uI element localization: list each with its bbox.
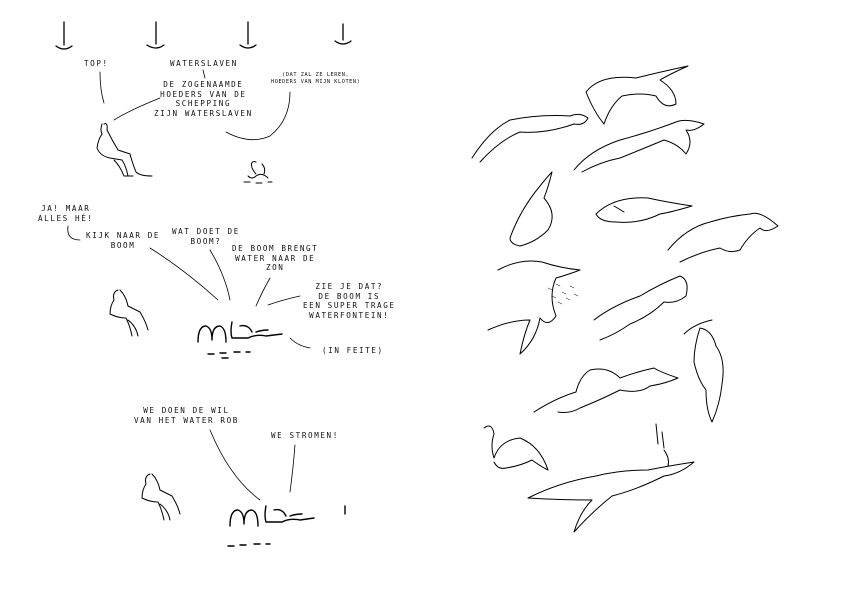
- speech-lines-panel2: [67, 225, 311, 349]
- text-aside: (DAT ZAL ZE LEREN, HOEDERS VAN MIJN KLOT…: [271, 72, 361, 85]
- text-waterslaven: WATERSLAVEN: [170, 59, 238, 68]
- seated-figure-3: [141, 473, 181, 521]
- text-wat-doet: WAT DOET DE BOOM?: [172, 227, 240, 246]
- text-zie-je-dat: ZIE JE DAT? DE BOOM IS EEN SUPER TRAGE W…: [303, 282, 396, 320]
- text-brengt: DE BOOM BRENGT WATER NAAR DE ZON: [232, 244, 319, 273]
- swimming-figures: [471, 65, 779, 533]
- swimmer-head: [243, 161, 273, 184]
- seated-figure: [96, 123, 153, 177]
- text-we-doen: WE DOEN DE WIL VAN HET WATER ROB: [134, 406, 239, 425]
- text-ja-maar: JA! MAAR ALLES HÉ!: [38, 204, 94, 223]
- hanging-marks: [55, 21, 352, 50]
- text-hoeders: DE ZOGENAAMDE HOEDERS VAN DE SCHEPPING Z…: [154, 80, 253, 118]
- speech-lines-panel1: [99, 69, 291, 141]
- text-we-stromen: WE STROMEN!: [271, 431, 339, 440]
- stipple-texture: [547, 283, 579, 305]
- text-in-feite: (IN FEITE): [322, 346, 384, 355]
- speech-lines-panel3: [209, 429, 296, 501]
- m-swimmer-2: [197, 321, 283, 359]
- m-swimmer-3: [227, 505, 346, 547]
- seated-figure-2: [109, 289, 149, 337]
- text-kijk: KIJK NAAR DE BOOM: [86, 231, 161, 250]
- text-top: TOP!: [84, 59, 109, 68]
